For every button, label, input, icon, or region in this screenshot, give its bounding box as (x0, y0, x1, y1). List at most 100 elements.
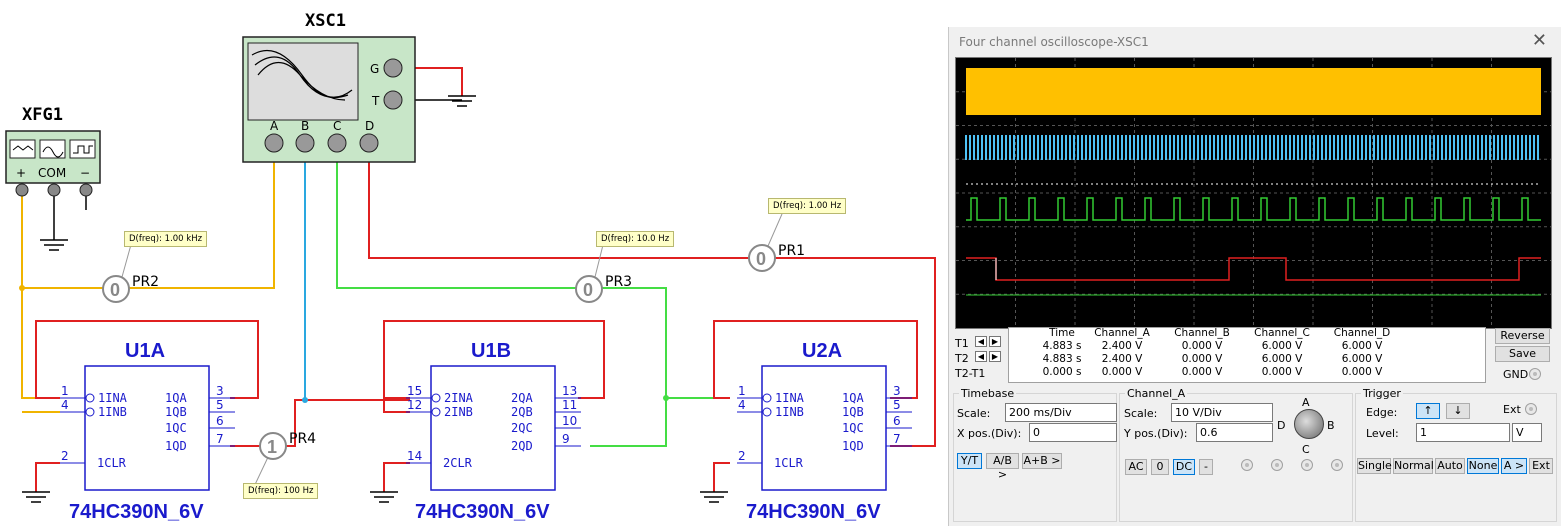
pin-number: 11 (562, 398, 577, 412)
t1-left-arrow[interactable]: ◀ (975, 336, 987, 347)
chip-u2a[interactable]: U2A74HC390N_6V14235671INA1INB1CLR1QA1QB1… (737, 340, 912, 523)
ext-radio[interactable] (1525, 403, 1537, 415)
table-cell: 6.000 V (1261, 340, 1303, 352)
channel-title: Channel_A (1125, 387, 1188, 400)
table-cell: 4.883 s (1042, 353, 1082, 365)
normal-button[interactable]: Normal (1393, 458, 1434, 474)
chip-u1a[interactable]: U1A74HC390N_6V14235671INA1INB1CLR1QA1QB1… (60, 340, 235, 523)
timebase-title: Timebase (959, 387, 1017, 400)
ch-radio-3[interactable] (1301, 459, 1313, 471)
scope-screen[interactable] (955, 57, 1552, 329)
table-cell: 0.000 V (1341, 366, 1383, 378)
t2-right-arrow[interactable]: ▶ (989, 351, 1001, 362)
a-trigger-button[interactable]: A > (1501, 458, 1527, 474)
yt-button[interactable]: Y/T (957, 453, 982, 469)
table-cell: 0.000 V (1261, 366, 1303, 378)
channel-group (1119, 393, 1353, 522)
single-button[interactable]: Single (1357, 458, 1392, 474)
term-g: G (370, 62, 379, 76)
t1-label: T1 (955, 337, 969, 350)
level-input[interactable]: 1 (1416, 423, 1510, 442)
rising-edge-icon[interactable]: ↑ (1416, 403, 1440, 419)
channel-scale-label: Scale: (1124, 407, 1158, 420)
ch-radio-2[interactable] (1271, 459, 1283, 471)
auto-button[interactable]: Auto (1435, 458, 1465, 474)
t1-right-arrow[interactable]: ▶ (989, 336, 1001, 347)
window-title: Four channel oscilloscope-XSC1 (959, 35, 1149, 49)
input-label: 1INB (775, 405, 804, 419)
term-b: B (301, 119, 309, 133)
ab-button[interactable]: A/B > (986, 453, 1019, 481)
pin-number: 4 (61, 398, 69, 412)
output-label: 1QD (842, 439, 864, 453)
chip-ref: U1B (471, 340, 511, 362)
falling-edge-icon[interactable]: ↓ (1446, 403, 1470, 419)
trace-b (965, 135, 1539, 160)
t2-left-arrow[interactable]: ◀ (975, 351, 987, 362)
output-label: 2QA (511, 391, 533, 405)
probe-pr2[interactable]: 0 PR2 (102, 240, 159, 303)
probe-tag: D(freq): 1.00 Hz (768, 198, 847, 214)
ch-radio-1[interactable] (1241, 459, 1253, 471)
function-generator[interactable] (5, 130, 101, 197)
probe-value: 0 (756, 249, 766, 269)
t2-label: T2 (955, 352, 969, 365)
minus-button[interactable]: - (1199, 459, 1213, 475)
output-label: 2QB (511, 405, 533, 419)
trigger-group (1355, 393, 1557, 522)
xfg-plus: + (16, 166, 26, 180)
output-label: 1QD (165, 439, 187, 453)
output-label: 1QA (165, 391, 187, 405)
pin-number: 15 (407, 384, 422, 398)
output-label: 1QC (842, 421, 864, 435)
pin-number: 9 (562, 432, 570, 446)
table-cell: 0.000 V (1181, 340, 1223, 352)
probe-value: 1 (267, 437, 277, 457)
reverse-button[interactable]: Reverse (1495, 328, 1550, 344)
ch-radio-4[interactable] (1331, 459, 1343, 471)
probe-name: PR2 (132, 274, 159, 290)
oscilloscope-symbol[interactable] (242, 36, 416, 163)
none-button[interactable]: None (1467, 458, 1499, 474)
table-header: Channel_B (1174, 327, 1230, 339)
close-icon[interactable]: ✕ (1531, 30, 1547, 50)
pin-number: 14 (407, 449, 422, 463)
probe-name: PR3 (605, 274, 632, 290)
output-label: 1QA (842, 391, 864, 405)
pin-number: 6 (216, 414, 224, 428)
channel-scale-input[interactable]: 10 V/Div (1171, 403, 1273, 422)
t2t1-label: T2-T1 (955, 367, 986, 380)
pin-number: 2 (738, 449, 746, 463)
schematic-canvas[interactable]: XFG1 + COM − XSC1 G T A B C D U1A74HC390… (0, 0, 948, 526)
table-cell: 0.000 V (1101, 366, 1143, 378)
table-cell: 6.000 V (1341, 340, 1383, 352)
chip-ref: U1A (125, 340, 165, 362)
xfg-com: COM (38, 166, 66, 180)
input-label: 2INB (444, 405, 473, 419)
clr-label: 1CLR (97, 456, 127, 470)
zero-button[interactable]: 0 (1151, 459, 1169, 475)
save-button[interactable]: Save (1495, 346, 1550, 362)
chip-part: 74HC390N_6V (415, 501, 550, 523)
xpos-input[interactable]: 0 (1029, 423, 1117, 442)
probe-value: 0 (110, 280, 120, 300)
ypos-input[interactable]: 0.6 (1196, 423, 1273, 442)
trigger-title: Trigger (1361, 387, 1403, 400)
dc-button[interactable]: DC (1173, 459, 1195, 475)
xfg-minus: − (80, 166, 90, 180)
timebase-scale-input[interactable]: 200 ms/Div (1005, 403, 1117, 422)
gnd-radio[interactable] (1529, 368, 1541, 380)
table-cell: 2.400 V (1101, 340, 1143, 352)
ac-button[interactable]: AC (1125, 459, 1147, 475)
level-unit[interactable]: V (1512, 423, 1542, 442)
clr-label: 1CLR (774, 456, 804, 470)
a-plus-b-button[interactable]: A+B > (1022, 453, 1062, 469)
input-label: 2INA (444, 391, 474, 405)
readout-panel: T1 ◀ ▶ T2 ◀ ▶ T2-T1 (955, 327, 1495, 383)
channel-knob[interactable] (1294, 409, 1324, 439)
chip-u1b[interactable]: U1B74HC390N_6V15121413111092INA2INB2CLR2… (406, 340, 581, 523)
ext-trigger-button[interactable]: Ext (1529, 458, 1553, 474)
